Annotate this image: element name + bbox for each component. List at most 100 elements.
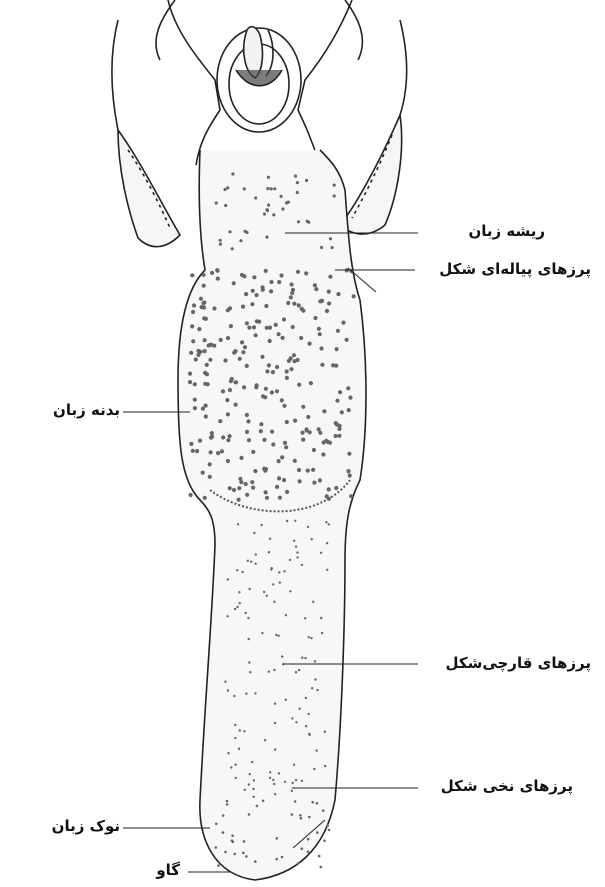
papilla-dot [191, 339, 195, 343]
papilla-dot [253, 469, 257, 473]
papilla-dot [291, 325, 295, 329]
papilla-dot [326, 440, 330, 444]
papilla-dot [297, 220, 300, 223]
papilla-dot [291, 717, 293, 719]
papilla-dot [239, 239, 242, 242]
papilla-dot [310, 637, 312, 639]
papilla-dot [248, 783, 250, 785]
papilla-dot [226, 412, 230, 416]
papilla-dot [306, 469, 310, 473]
papilla-dot [239, 480, 243, 484]
papilla-dot [249, 671, 251, 673]
papilla-dot [308, 342, 312, 346]
papilla-dot [284, 445, 288, 449]
papilla-dot [333, 184, 336, 187]
papilla-dot [208, 358, 212, 362]
papilla-dot [232, 841, 235, 844]
papilla-dot [277, 332, 281, 336]
papilla-dot [316, 802, 319, 805]
papilla-dot [281, 336, 285, 340]
papilla-dot [270, 390, 274, 394]
papilla-dot [260, 355, 264, 359]
papilla-dot [242, 852, 245, 855]
papilla-dot [308, 430, 312, 434]
papilla-dot [273, 187, 276, 190]
papilla-dot [269, 771, 271, 773]
papilla-dot [289, 590, 291, 592]
papilla-dot [318, 855, 321, 858]
papilla-dot [272, 213, 275, 216]
papilla-dot [280, 398, 284, 402]
papilla-dot [204, 414, 208, 418]
papilla-dot [323, 839, 326, 842]
papilla-dot [274, 748, 276, 750]
papilla-dot [245, 364, 249, 368]
papilla-dot [251, 450, 255, 454]
papilla-dot [325, 521, 327, 523]
papilla-dot [194, 357, 198, 361]
papilla-dot [226, 803, 229, 806]
papilla-dot [316, 689, 318, 691]
papilla-dot [252, 325, 256, 329]
papilla-dot [318, 332, 322, 336]
papilla-dot [270, 430, 274, 434]
papilla-dot [210, 271, 214, 275]
papilla-dot [255, 383, 259, 387]
papilla-dot [301, 405, 305, 409]
papilla-dot [345, 338, 349, 342]
papilla-dot [265, 326, 269, 330]
papilla-dot [274, 722, 276, 724]
papilla-dot [236, 569, 238, 571]
papilla-dot [274, 323, 278, 327]
papilla-dot [311, 538, 313, 540]
papilla-dot [191, 449, 195, 453]
papilla-dot [228, 388, 232, 392]
papilla-dot [268, 551, 270, 553]
papilla-dot [252, 788, 254, 790]
papilla-dot [285, 376, 289, 380]
papilla-dot [269, 538, 271, 540]
papilla-dot [203, 349, 207, 353]
papilla-dot [277, 476, 281, 480]
papilla-dot [324, 731, 326, 733]
papilla-dot [291, 813, 294, 816]
papilla-dot [250, 480, 254, 484]
papilla-dot [296, 181, 299, 184]
papilla-dot [229, 379, 233, 383]
papilla-dot [191, 310, 195, 314]
papilla-dot [290, 291, 294, 295]
papilla-dot [285, 369, 289, 373]
label-root: ریشه زبان [468, 222, 545, 240]
papilla-dot [326, 824, 329, 827]
papilla-dot [334, 486, 338, 490]
papilla-dot [235, 777, 237, 779]
papilla-dot [196, 353, 200, 357]
papilla-dot [247, 560, 249, 562]
papilla-dot [203, 338, 207, 342]
papilla-dot [299, 336, 303, 340]
papilla-dot [295, 546, 297, 548]
papilla-dot [285, 420, 289, 424]
papilla-dot [313, 768, 315, 770]
papilla-dot [243, 730, 245, 732]
papilla-dot [282, 478, 286, 482]
papilla-dot [228, 230, 231, 233]
papilla-dot [245, 693, 247, 695]
papilla-dot [336, 329, 340, 333]
papilla-dot [239, 456, 243, 460]
papilla-dot [250, 561, 252, 563]
papilla-dot [223, 188, 226, 191]
papilla-dot [228, 486, 232, 490]
papilla-dot [234, 608, 236, 610]
papilla-dot [262, 438, 266, 442]
papilla-dot [326, 569, 328, 571]
papilla-dot [232, 281, 236, 285]
papilla-dot [312, 448, 316, 452]
papilla-dot [280, 195, 283, 198]
papilla-dot [236, 606, 238, 608]
papilla-dot [334, 434, 338, 438]
papilla-dot [300, 817, 303, 820]
papilla-dot [248, 638, 250, 640]
papilla-dot [266, 187, 269, 190]
papilla-dot [196, 349, 200, 353]
